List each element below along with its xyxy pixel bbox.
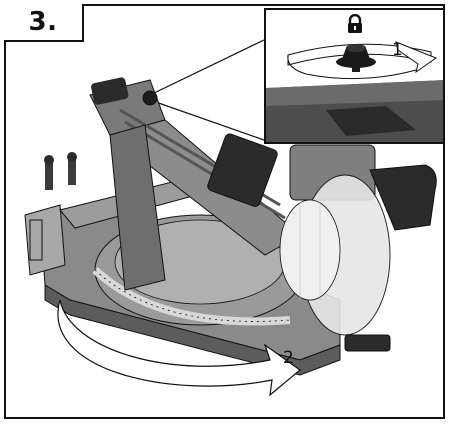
inset-detail: 1 (264, 8, 445, 144)
blade-guard (279, 174, 391, 336)
step-label-box: 3. (4, 4, 84, 42)
callout-label-2: 2 (283, 348, 294, 368)
inset-knob-illustration (266, 41, 443, 142)
step-number: 3. (28, 7, 58, 37)
callout-label-1: 1 (392, 40, 403, 60)
padlock-icon (348, 14, 362, 33)
rotation-arrow-2 (57, 299, 301, 397)
